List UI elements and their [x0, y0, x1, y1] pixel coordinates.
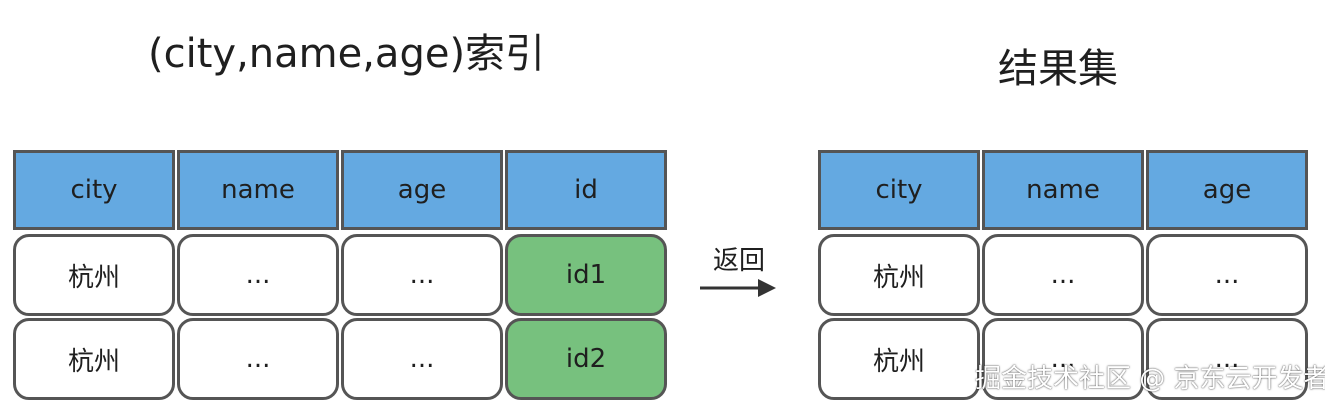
index-header-name: name: [177, 150, 339, 230]
result-header-age: age: [1146, 150, 1308, 230]
result-cell: ...: [982, 234, 1144, 316]
index-header-age: age: [341, 150, 503, 230]
arrow-label: 返回: [713, 246, 766, 276]
index-table: city name age id 杭州 ... ... id1 杭州 ... .…: [13, 150, 669, 400]
watermark: 掘金技术社区 @ 京东云开发者: [975, 364, 1325, 394]
index-cell: 杭州: [13, 318, 175, 400]
result-header-name: name: [982, 150, 1144, 230]
right-arrow-icon: [700, 279, 776, 297]
index-cell: 杭州: [13, 234, 175, 316]
index-cell: ...: [177, 234, 339, 316]
index-cell: ...: [177, 318, 339, 400]
result-cell: ...: [1146, 318, 1308, 400]
result-set-table: city name age 杭州 ... ... 杭州 ... ...: [818, 150, 1310, 400]
index-header-id: id: [505, 150, 667, 230]
index-id-cell: id2: [505, 318, 667, 400]
index-title: (city,name,age)索引: [148, 31, 546, 77]
result-set-title: 结果集: [998, 46, 1118, 92]
index-id-cell: id1: [505, 234, 667, 316]
index-header-city: city: [13, 150, 175, 230]
index-cell: ...: [341, 234, 503, 316]
result-cell: ...: [1146, 234, 1308, 316]
result-cell: 杭州: [818, 318, 980, 400]
result-header-city: city: [818, 150, 980, 230]
index-cell: ...: [341, 318, 503, 400]
result-cell: ...: [982, 318, 1144, 400]
result-cell: 杭州: [818, 234, 980, 316]
